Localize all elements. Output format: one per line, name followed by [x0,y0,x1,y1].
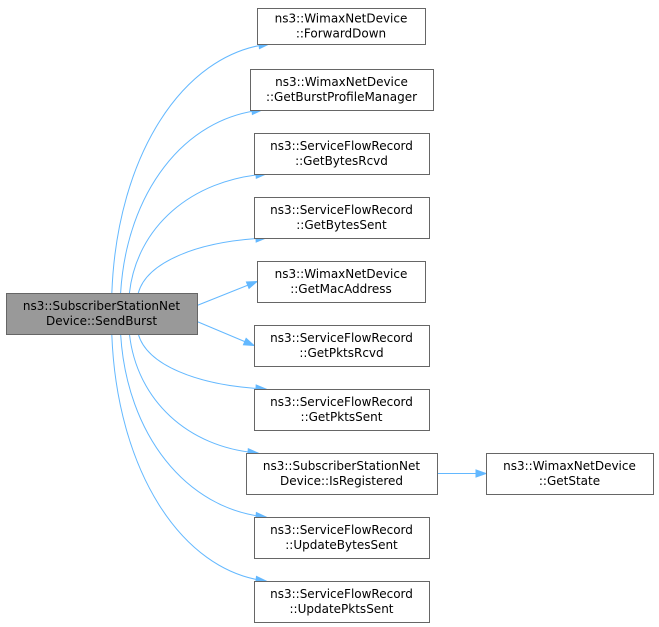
edge-root-to-get-burst-profile-manager [120,106,264,294]
node-label-line: ns3::WimaxNetDevice [275,267,408,281]
node-label-line: ns3::WimaxNetDevice [275,75,408,89]
node-box [254,197,430,239]
arrowhead [242,337,256,347]
node-root[interactable]: ns3::SubscriberStationNetDevice::SendBur… [6,293,198,335]
node-box [250,69,434,111]
edge-root-to-forward-down [111,41,271,294]
edge-line [137,237,267,294]
node-label-line: ::UpdatePktsSent [290,602,394,616]
arrowhead [245,280,259,290]
node-label-line: ::UpdateBytesSent [285,538,398,552]
node-label-line: ns3::ServiceFlowRecord [270,203,413,217]
node-label-line: ::GetPktsSent [301,410,383,424]
edge-root-to-get-mac-address [196,280,259,306]
node-label-line: ns3::SubscriberStationNet [23,299,180,313]
node-label-line: ::ForwardDown [296,27,386,41]
node-box [246,453,438,495]
node-label-line: ::GetBytesRcvd [295,154,388,168]
node-label-line: ::GetMacAddress [290,282,392,296]
node-box [254,581,430,623]
edge-line [196,281,258,306]
node-label-line: ns3::ServiceFlowRecord [270,587,413,601]
node-get-bytes-rcvd[interactable]: ns3::ServiceFlowRecord::GetBytesRcvd [254,133,430,175]
call-graph-nodes: ns3::SubscriberStationNetDevice::SendBur… [6,8,654,623]
arrowhead [475,469,488,478]
node-label-line: ns3::ServiceFlowRecord [270,395,413,409]
edge-line [111,43,270,294]
node-get-pkts-sent[interactable]: ns3::ServiceFlowRecord::GetPktsSent [254,389,430,431]
node-label-line: ns3::ServiceFlowRecord [270,139,413,153]
node-get-state[interactable]: ns3::WimaxNetDevice::GetState [486,453,654,495]
edge-line [128,333,259,454]
edge-line [128,173,267,294]
node-is-registered[interactable]: ns3::SubscriberStationNetDevice::IsRegis… [246,453,438,495]
node-label-line: Device::SendBurst [46,314,157,328]
node-box [254,389,430,431]
node-label-line: ::GetBurstProfileManager [266,90,417,104]
edge-root-to-get-pkts-rcvd [196,321,256,347]
node-box [257,8,426,45]
node-label-line: ::GetPktsRcvd [299,346,383,360]
edge-root-to-update-bytes-sent [120,333,268,521]
node-label-line: ns3::ServiceFlowRecord [270,523,413,537]
node-box [6,293,198,335]
edge-line [137,333,267,390]
node-label-line: ns3::WimaxNetDevice [503,459,636,473]
edge-line [120,333,267,518]
node-box [254,133,430,175]
node-label-line: ns3::WimaxNetDevice [275,12,408,26]
node-box [254,517,430,559]
node-get-bytes-sent[interactable]: ns3::ServiceFlowRecord::GetBytesSent [254,197,430,239]
node-forward-down[interactable]: ns3::WimaxNetDevice::ForwardDown [257,8,426,45]
node-get-burst-profile-manager[interactable]: ns3::WimaxNetDevice::GetBurstProfileMana… [250,69,434,111]
node-update-bytes-sent[interactable]: ns3::ServiceFlowRecord::UpdateBytesSent [254,517,430,559]
edge-is-registered-to-get-state [437,469,488,478]
node-get-mac-address[interactable]: ns3::WimaxNetDevice::GetMacAddress [257,261,426,303]
call-graph-edges [111,41,488,584]
node-label-line: ns3::SubscriberStationNet [263,459,420,473]
node-box [254,325,430,367]
node-label-line: ::GetBytesSent [296,218,387,232]
node-get-pkts-rcvd[interactable]: ns3::ServiceFlowRecord::GetPktsRcvd [254,325,430,367]
node-box [257,261,426,303]
edge-root-to-update-pkts-sent [111,333,268,584]
node-label-line: Device::IsRegistered [280,474,403,488]
node-update-pkts-sent[interactable]: ns3::ServiceFlowRecord::UpdatePktsSent [254,581,430,623]
node-label-line: ns3::ServiceFlowRecord [270,331,413,345]
edge-line [111,333,267,582]
node-label-line: ::GetState [539,474,600,488]
node-box [486,453,654,495]
edge-line [120,109,263,294]
